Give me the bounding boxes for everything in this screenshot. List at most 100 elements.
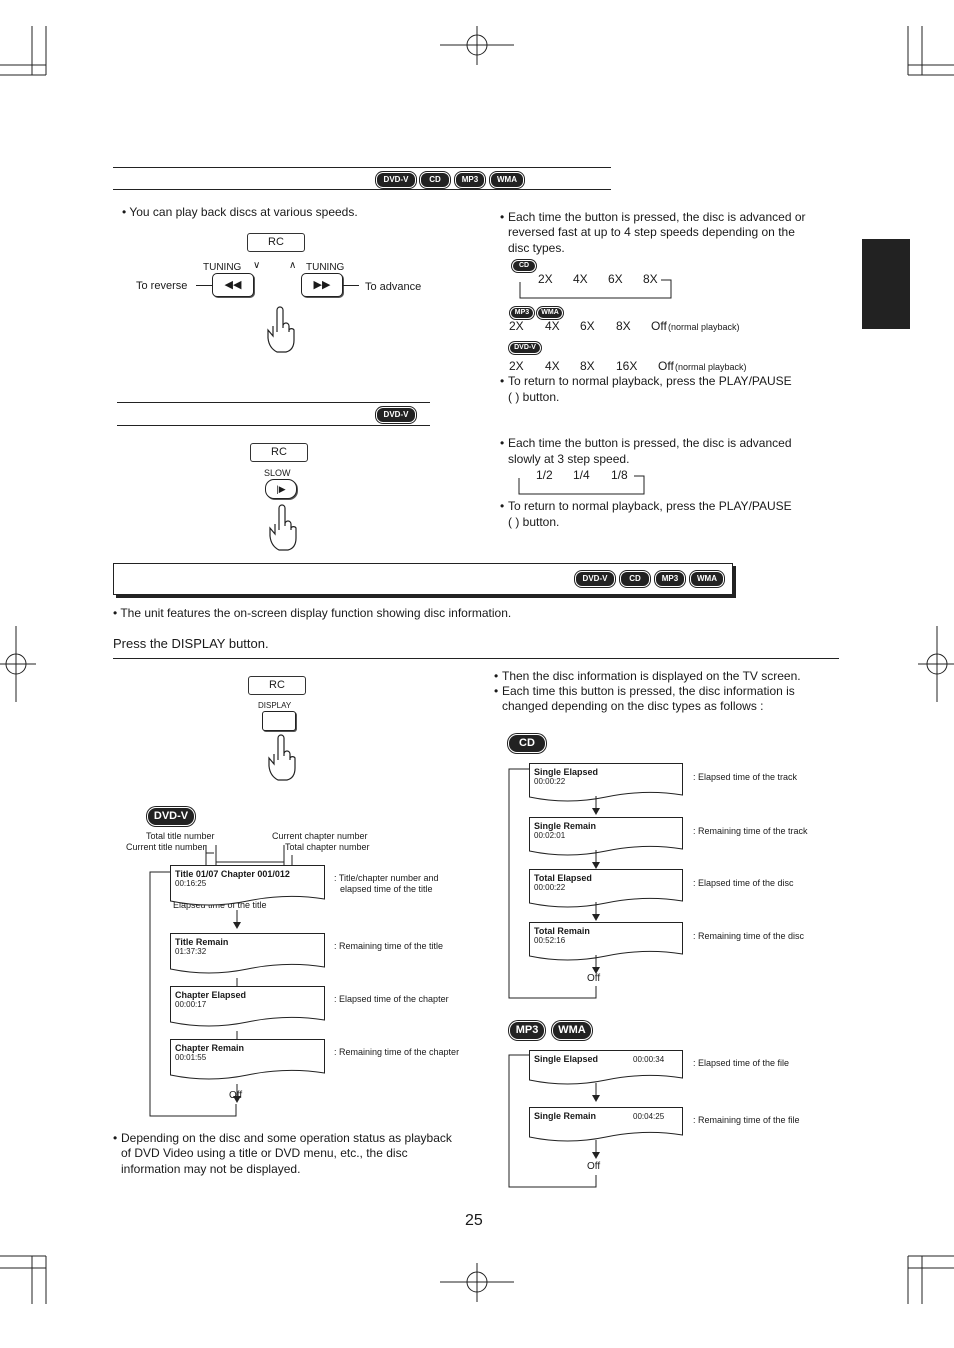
slow-speed-1-4: 1/4 <box>573 468 590 482</box>
slow-desc-2: slowly at 3 step speed. <box>508 452 630 466</box>
dvd-speed-off: Off <box>658 359 674 373</box>
cd-screen-line1: Total Elapsed <box>534 873 592 883</box>
dvd-screen-line2: 01:37:32 <box>175 947 207 956</box>
cd-off: Off <box>587 973 601 984</box>
dvd-normal-playback: (normal playback) <box>675 362 747 372</box>
badge-wma-display: WMA <box>690 571 724 587</box>
cd-screen-desc: : Remaining time of the disc <box>693 931 805 941</box>
display-intro: • The unit features the on-screen displa… <box>113 606 512 620</box>
slow-desc-bullet: • <box>500 436 505 450</box>
to-advance-label: To advance <box>365 281 422 293</box>
slow-button[interactable]: |▶ <box>265 479 297 499</box>
pointing-hand-icon <box>268 734 296 781</box>
tuning-down-icon: ∨ <box>253 260 261 271</box>
rc-label-display: RC <box>248 676 306 695</box>
badge-cd-small: CD <box>512 260 536 272</box>
rc-label-slow: RC <box>250 443 308 462</box>
availability-3: information may not be displayed. <box>121 1162 301 1176</box>
slow-icon: |▶ <box>276 484 286 494</box>
cd-screen-line1: Total Remain <box>534 926 590 936</box>
badge-mp3: MP3 <box>455 172 485 188</box>
mp3-screen-desc: : Remaining time of the file <box>693 1115 800 1125</box>
mp3-screen-2: Single Remain 00:04:25 <box>529 1107 683 1142</box>
slow-speed-cycle-line <box>518 475 645 495</box>
cd-screen-line1: Single Elapsed <box>534 767 599 777</box>
rewind-icon: ◀◀ <box>224 279 242 291</box>
dvd-screen-line1: Chapter Elapsed <box>175 990 247 1000</box>
cd-screen-desc: : Elapsed time of the track <box>693 772 798 782</box>
speed-desc-1: Each time the button is pressed, the dis… <box>508 210 806 224</box>
cd-speed-8x: 8X <box>643 272 658 286</box>
dvd-screen-line2: 00:00:17 <box>175 1000 207 1009</box>
cd-speed-2x: 2X <box>538 272 553 286</box>
down-arrow-icon <box>591 955 601 975</box>
dvd-off: Off <box>229 1090 243 1101</box>
mp3-speed-2x: 2X <box>509 319 524 333</box>
badge-mp3-diagram: MP3 <box>509 1021 545 1040</box>
mp3-normal-playback: (normal playback) <box>668 322 740 332</box>
mp3-speed-8x: 8X <box>616 319 631 333</box>
fast-forward-icon: ▶▶ <box>313 279 331 291</box>
display-label: DISPLAY <box>258 701 292 710</box>
mp3-screen-line1: Single Elapsed <box>534 1054 599 1064</box>
badge-wma-small: WMA <box>537 307 563 319</box>
dvd-screen-desc: : Remaining time of the title <box>334 941 444 951</box>
chapter-tab <box>862 239 910 329</box>
badge-cd-display: CD <box>620 571 650 587</box>
down-arrow-icon <box>591 850 601 870</box>
to-reverse-label: To reverse <box>136 280 188 292</box>
speed-return-1: To return to normal playback, press the … <box>508 374 792 388</box>
speed-desc-bullet: • <box>500 210 505 224</box>
slow-return-1: To return to normal playback, press the … <box>508 499 792 513</box>
dvd-speed-4x: 4X <box>545 359 560 373</box>
dvd-screen-line2: 00:01:55 <box>175 1053 207 1062</box>
down-arrow-icon <box>591 796 601 816</box>
rewind-button[interactable]: ◀◀ <box>212 273 254 297</box>
cd-screen-line2: 00:00:22 <box>534 777 566 786</box>
dvd-screen-desc: : Elapsed time of the chapter <box>334 994 449 1004</box>
tuning-left-label: TUNING <box>203 262 242 273</box>
dvd-screen-desc: : Title/chapter number and <box>334 873 439 883</box>
dvd-speed-2x: 2X <box>509 359 524 373</box>
slow-speed-1-2: 1/2 <box>536 468 553 482</box>
speed-return-bullet: • <box>500 374 505 388</box>
down-arrow-icon <box>591 1083 601 1103</box>
availability-1: Depending on the disc and some operation… <box>121 1131 452 1145</box>
slow-speed-1-8: 1/8 <box>611 468 628 482</box>
slow-return-bullet: • <box>500 499 505 513</box>
down-arrow-icon <box>591 902 601 922</box>
dvd-screen-desc2: elapsed time of the title <box>340 884 433 894</box>
current-chapter-number-label: Current chapter number <box>272 831 368 841</box>
cd-screen-line2: 00:00:22 <box>534 883 566 892</box>
mp3-screen-line1: Single Remain <box>534 1111 597 1121</box>
fast-forward-button[interactable]: ▶▶ <box>301 273 343 297</box>
current-title-number-label: Current title number <box>126 842 206 852</box>
badge-wma-diagram: WMA <box>552 1021 592 1040</box>
availability-bullet: • <box>113 1131 118 1145</box>
speed-return-2: ( ) button. <box>508 390 560 404</box>
speed-desc-3: disc types. <box>508 241 565 255</box>
mp3-speed-off: Off <box>651 319 667 333</box>
display-header-box <box>113 563 733 595</box>
slow-desc-1: Each time the button is pressed, the dis… <box>508 436 792 450</box>
mp3-off: Off <box>587 1161 601 1172</box>
dvd-screen-line1: Title 01/07 Chapter 001/012 <box>175 869 290 879</box>
total-chapter-number-label: Total chapter number <box>285 842 370 852</box>
speed-intro: • You can play back discs at various spe… <box>122 205 358 219</box>
mp3-screen-time: 00:04:25 <box>633 1112 665 1121</box>
down-arrow-icon <box>232 910 242 930</box>
badge-dvdv-slow: DVD-V <box>376 407 416 423</box>
display-button[interactable] <box>262 711 296 731</box>
tv-note-text: Then the disc information is displayed o… <box>502 669 801 683</box>
dvd-screen-line1: Title Remain <box>175 937 229 947</box>
